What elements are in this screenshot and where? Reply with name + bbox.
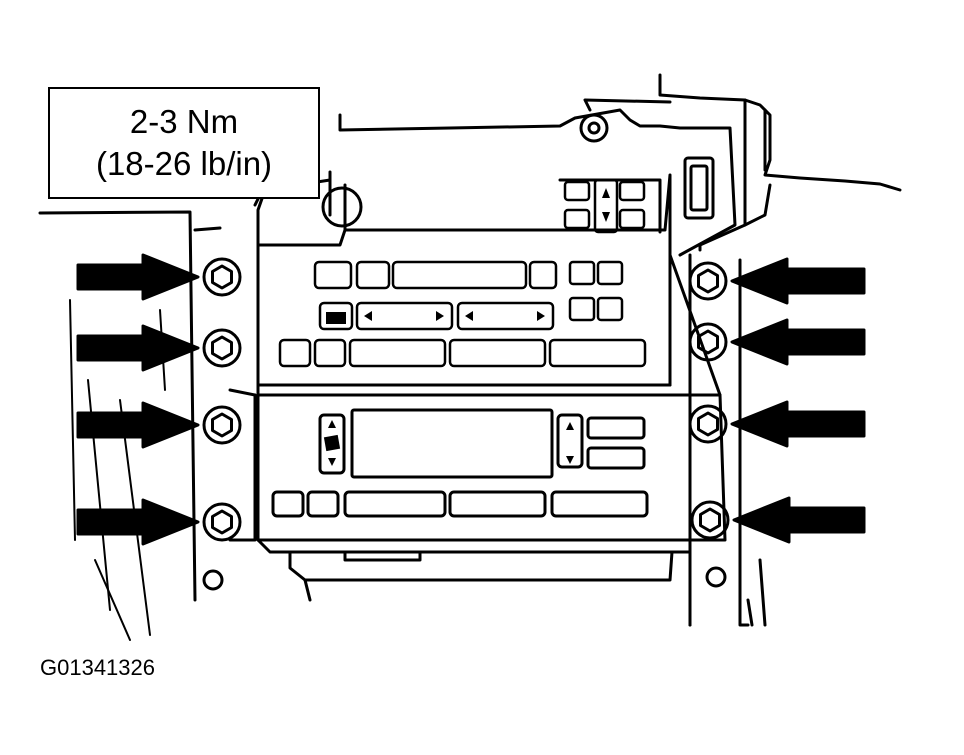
pointer-arrow (76, 498, 200, 546)
lower-trim (202, 113, 767, 627)
pointer-arrow (730, 318, 866, 366)
bolt (688, 261, 728, 301)
climate-control-panel (256, 393, 727, 602)
figure-id: G01341326 (40, 655, 155, 680)
bolt (202, 405, 242, 445)
pointer-arrows (76, 253, 866, 546)
torque-metric: 2-3 Nm (129, 103, 239, 140)
torque-spec-callout: 2-3 Nm (18-26 lb/in) (48, 87, 320, 199)
torque-imperial: (18-26 lb/in) (95, 145, 273, 182)
radio-buttons (278, 178, 647, 368)
pointer-arrow (730, 257, 866, 305)
bolt (688, 322, 728, 362)
bolt (202, 502, 242, 542)
bolt (690, 500, 730, 540)
bolt (688, 404, 728, 444)
radio-button-glyphs (326, 188, 610, 324)
pointer-arrow (76, 401, 200, 449)
bolt (202, 257, 242, 297)
radio-unit (256, 173, 722, 397)
climate-button-glyphs (323, 420, 574, 466)
bolt (202, 328, 242, 368)
pointer-arrow (730, 400, 866, 448)
pointer-arrow (76, 253, 200, 301)
mounting-bolts (202, 257, 730, 542)
pointer-arrow (76, 324, 200, 372)
pointer-arrow (732, 496, 866, 544)
